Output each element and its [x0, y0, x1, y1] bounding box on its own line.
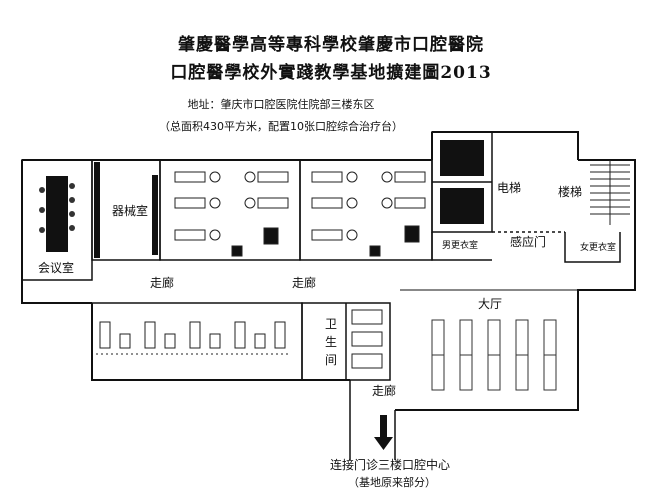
- label-equipment-room: 器械室: [112, 203, 148, 218]
- upper-rooms: [21, 131, 621, 281]
- connect-note-line-1: 连接门诊三楼口腔中心: [330, 457, 450, 472]
- label-elevator: 电梯: [497, 181, 521, 195]
- area-note: （总面积430平方米，配置10张口腔综合治疗台）: [159, 120, 403, 133]
- toilet-stalls: [351, 309, 383, 369]
- hall-seating: [431, 319, 557, 391]
- address-text: 地址：肇庆市口腔医院住院部三楼东区: [187, 98, 375, 111]
- label-sensor-door: 感应门: [510, 234, 546, 249]
- label-corridor-left: 走廊: [150, 275, 174, 290]
- label-female-locker: 女更衣室: [580, 241, 616, 253]
- label-hall: 大厅: [478, 297, 502, 311]
- label-toilet-3: 间: [325, 353, 337, 367]
- down-arrow-icon: [374, 415, 393, 450]
- label-corridor-bottom: 走廊: [372, 383, 396, 398]
- stairs-steps: [590, 160, 630, 225]
- lower-rooms: [91, 302, 391, 381]
- dental-chairs-clinic-2: [311, 171, 426, 257]
- meeting-table: [39, 176, 75, 252]
- title-line-2: 口腔醫學校外實踐教學基地擴建圖2013: [170, 63, 492, 83]
- elevator-shafts: [440, 140, 484, 224]
- label-stairs: 楼梯: [558, 184, 582, 199]
- label-corridor-mid: 走廊: [292, 275, 316, 290]
- connect-note-line-2: （基地原来部分）: [348, 475, 436, 489]
- label-male-locker: 男更衣室: [442, 239, 478, 251]
- outer-walls: [21, 131, 636, 411]
- dental-chairs-lower: [96, 321, 290, 355]
- title-line-1: 肇慶醫學高等專科學校肇慶市口腔醫院: [178, 35, 484, 55]
- bottom-corridor-walls: [349, 380, 396, 460]
- dental-chairs-clinic-1: [174, 171, 289, 257]
- label-toilet-2: 生: [325, 335, 337, 349]
- label-meeting-room: 会议室: [38, 260, 74, 275]
- label-toilet-1: 卫: [325, 317, 337, 331]
- equipment-cabinets: [94, 162, 158, 258]
